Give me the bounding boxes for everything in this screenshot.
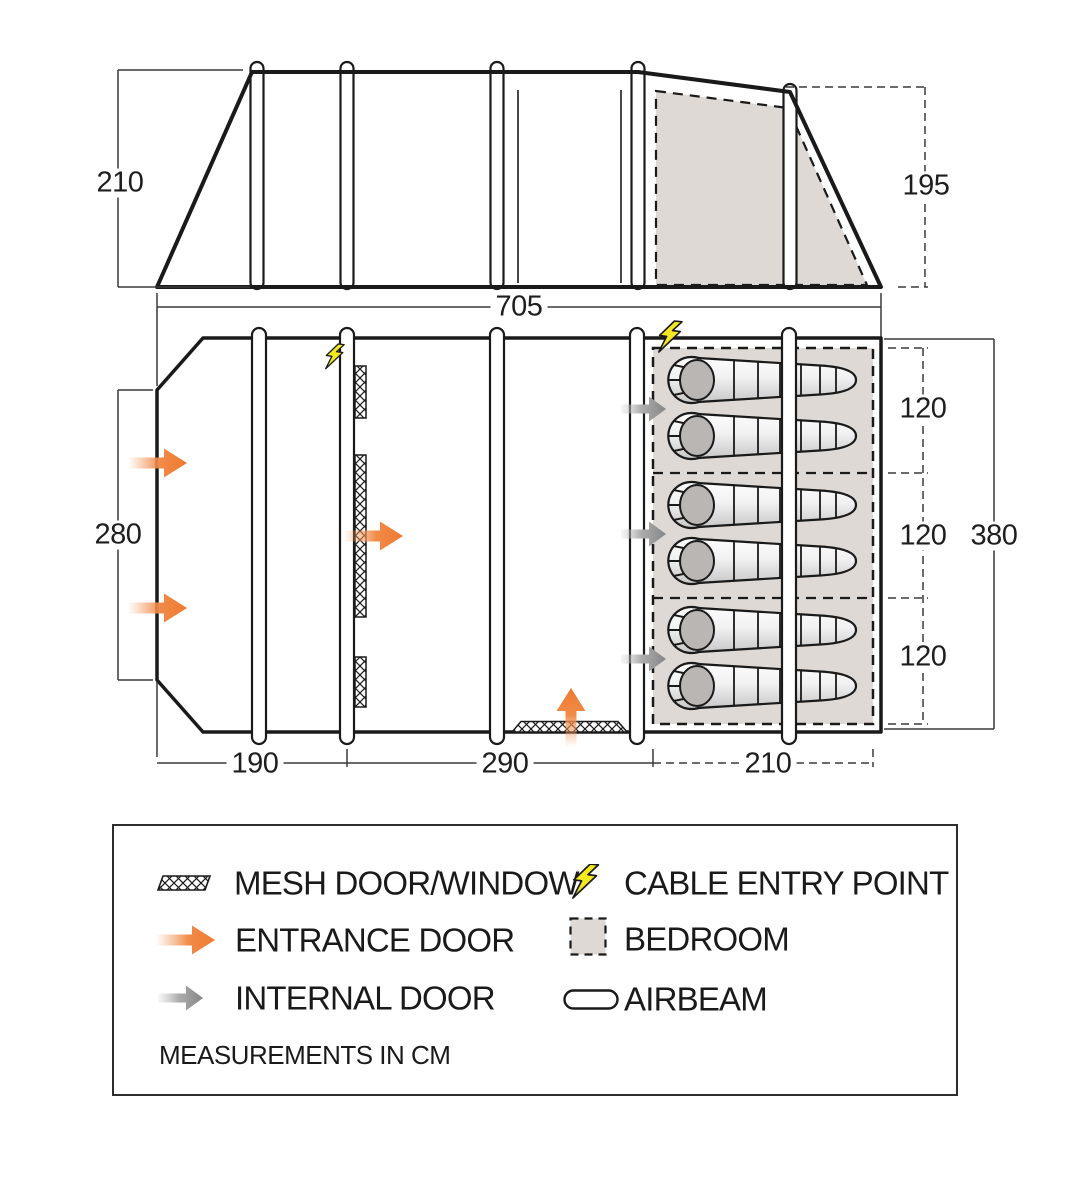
- airbeam-pole: [782, 82, 798, 291]
- airbeam-pole: [339, 60, 355, 291]
- elevation-inner-divider-lines: [517, 90, 622, 283]
- plan-airbeam-poles: [250, 326, 798, 746]
- dim-label-length: 705: [490, 292, 548, 322]
- floor-plan-view: [117, 320, 995, 767]
- mesh-swatch-icon: [156, 875, 212, 891]
- mesh-panel: [354, 656, 367, 708]
- airbeam-pole: [489, 60, 505, 291]
- dim-label-height-rear: 195: [897, 171, 955, 201]
- dim-label-front-width: 280: [89, 520, 147, 550]
- entrance-door-arrow-icon: [156, 925, 215, 955]
- legend-note: MEASUREMENTS IN CM: [159, 1040, 451, 1070]
- legend-label-entrance: ENTRANCE DOOR: [235, 921, 515, 959]
- airbeam-pole: [780, 326, 798, 746]
- dim-lines-height-rear: [786, 86, 928, 288]
- cable-entry-bolt-icon: [572, 864, 600, 899]
- airbeam-pole: [249, 60, 265, 291]
- airbeam-icon: [563, 989, 619, 1010]
- airbeam-pole: [250, 326, 268, 746]
- mesh-panel: [354, 365, 367, 419]
- airbeam-pole: [630, 60, 646, 291]
- legend-label-mesh: MESH DOOR/WINDOW: [234, 864, 579, 902]
- tent-diagram: [117, 60, 995, 767]
- elevation-outline: [155, 70, 883, 289]
- legend-label-cable: CABLE ENTRY POINT: [624, 864, 949, 902]
- dim-label-section-3: 210: [739, 749, 797, 779]
- dim-label-berth-2: 120: [894, 521, 952, 551]
- internal-door-arrow-icon: [158, 985, 203, 1011]
- bedroom-divider-lines: [653, 471, 873, 600]
- airbeam-pole: [488, 326, 506, 746]
- dim-label-berth-1: 120: [894, 394, 952, 424]
- plan-bedroom-area: [651, 346, 875, 726]
- legend-label-internal: INTERNAL DOOR: [235, 979, 496, 1017]
- side-elevation-view: [117, 60, 928, 386]
- elevation-airbeam-poles: [249, 60, 798, 291]
- legend-label-bedroom: BEDROOM: [624, 920, 790, 958]
- dim-label-berth-3: 120: [894, 642, 952, 672]
- dim-label-section-2: 290: [476, 749, 534, 779]
- dim-label-bedroom-total: 380: [965, 521, 1023, 551]
- dim-label-section-1: 190: [226, 749, 284, 779]
- bedroom-swatch-icon: [569, 917, 607, 956]
- legend-box: MESH DOOR/WINDOW CABLE ENTRY POINT ENTRA…: [112, 824, 958, 1096]
- dim-label-height-front: 210: [91, 168, 149, 198]
- legend-label-airbeam: AIRBEAM: [624, 980, 768, 1018]
